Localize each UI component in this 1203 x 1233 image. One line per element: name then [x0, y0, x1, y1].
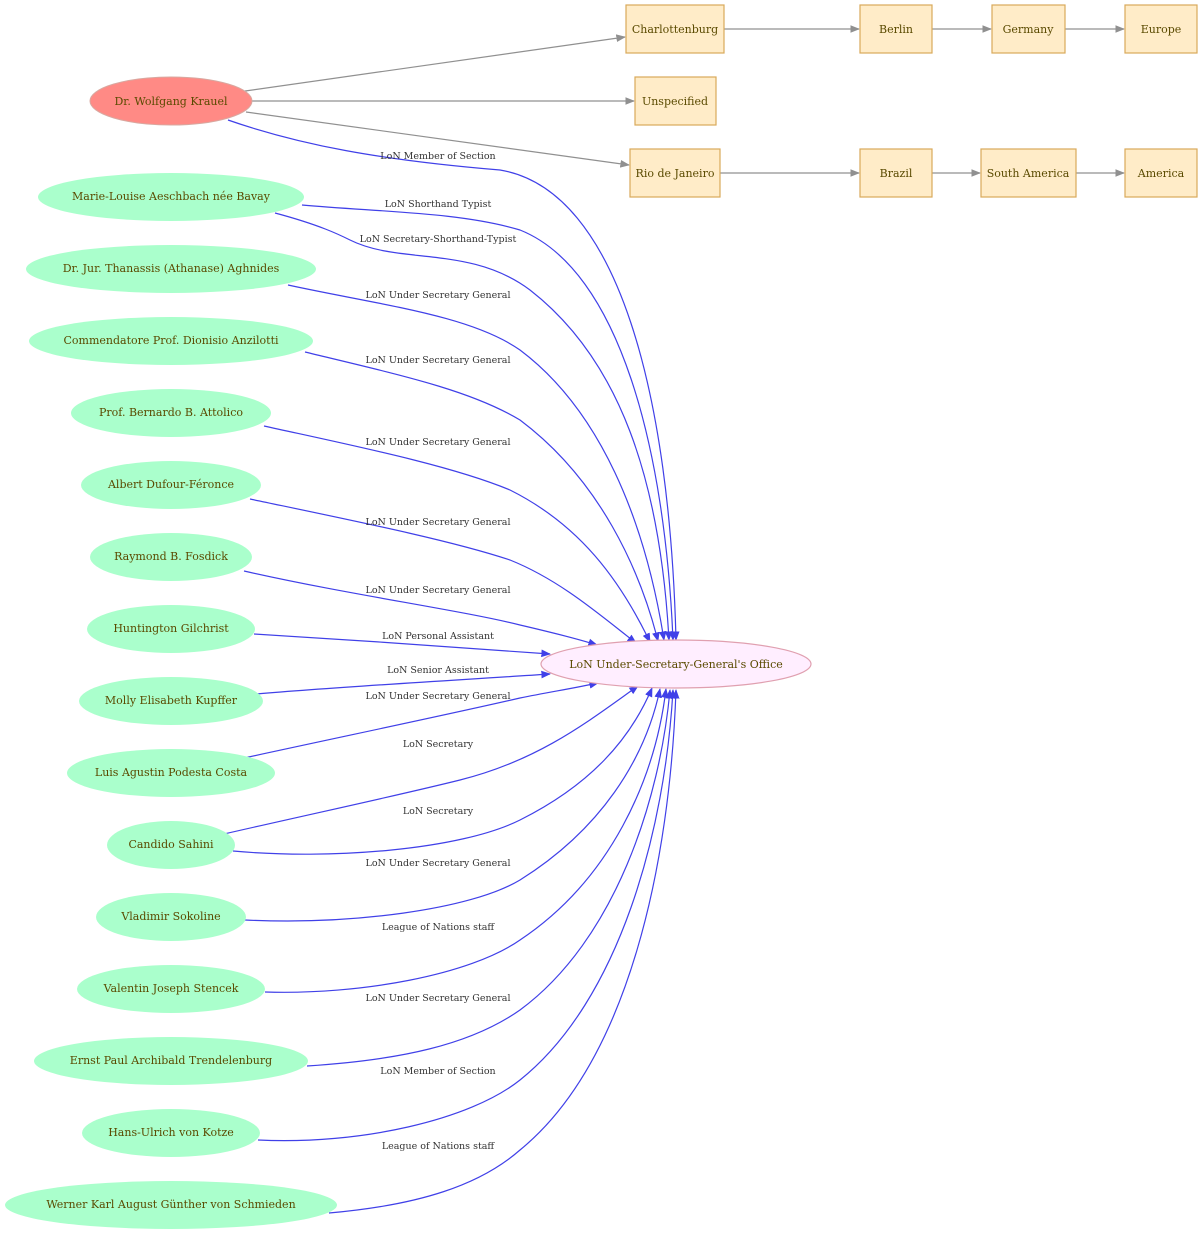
person-node[interactable]: Marie-Louise Aeschbach née Bavay: [38, 173, 304, 221]
place-node-germany[interactable]: Germany: [991, 4, 1066, 54]
place-label: Brazil: [880, 167, 913, 180]
person-node[interactable]: Werner Karl August Günther von Schmieden: [5, 1181, 337, 1229]
edge-aghnides-office: [287, 284, 667, 641]
edge-label: LoN Secretary-Shorthand-Typist: [360, 234, 517, 245]
edge-label: LoN Under Secretary General: [366, 290, 511, 301]
edge-dufour-office: [249, 498, 637, 644]
edge-sokoline-office: [244, 688, 662, 922]
place-node-brazil[interactable]: Brazil: [859, 148, 933, 198]
edge-sahini-office-1: [223, 685, 639, 835]
edge-kotze-office: [257, 689, 677, 1142]
edge-labels: LoN Member of Section LoN Shorthand Typi…: [360, 151, 517, 1152]
person-node[interactable]: Huntington Gilchrist: [87, 605, 255, 653]
edge-label: LoN Under Secretary General: [366, 993, 511, 1004]
place-label: Charlottenburg: [632, 23, 718, 36]
place-label: Rio de Janeiro: [636, 167, 715, 180]
place-label: America: [1137, 167, 1185, 180]
root-node[interactable]: Dr. Wolfgang Krauel: [89, 76, 253, 126]
edge-label: LoN Under Secretary General: [366, 585, 511, 596]
edge-schmieden-office: [328, 689, 680, 1214]
edge-label: LoN Under Secretary General: [366, 858, 511, 869]
edge-attolico-office: [263, 425, 651, 643]
person-label: Huntington Gilchrist: [113, 622, 229, 635]
person-label: Werner Karl August Günther von Schmieden: [46, 1198, 295, 1211]
person-node[interactable]: Commendatore Prof. Dionisio Anzilotti: [29, 317, 313, 365]
place-node-rio[interactable]: Rio de Janeiro: [629, 148, 721, 198]
person-node[interactable]: Dr. Jur. Thanassis (Athanase) Aghnides: [26, 245, 316, 293]
place-node-europe[interactable]: Europe: [1124, 4, 1198, 54]
person-label: Dr. Jur. Thanassis (Athanase) Aghnides: [63, 262, 280, 275]
edge-trendelenburg-office: [306, 689, 674, 1067]
person-node[interactable]: Vladimir Sokoline: [96, 893, 246, 941]
place-label: Germany: [1003, 23, 1055, 36]
edge-fosdick-office: [243, 570, 598, 647]
edge-sahini-office-2: [232, 687, 653, 855]
edge-podesta-office: [243, 681, 599, 759]
place-node-unspecified[interactable]: Unspecified: [634, 76, 717, 126]
edge-label: LoN Under Secretary General: [366, 517, 511, 528]
person-node[interactable]: Albert Dufour-Féronce: [81, 461, 261, 509]
person-label: Ernst Paul Archibald Trendelenburg: [70, 1054, 272, 1067]
edge-label: LoN Senior Assistant: [387, 665, 489, 676]
person-node[interactable]: Prof. Bernardo B. Attolico: [71, 389, 271, 437]
office-edges: [223, 119, 680, 1214]
edge-label: LoN Member of Section: [380, 151, 495, 162]
person-node[interactable]: Ernst Paul Archibald Trendelenburg: [34, 1037, 308, 1085]
place-label: South America: [987, 167, 1070, 180]
edge-aeschbach-office-1: [301, 204, 677, 641]
edge-label: LoN Under Secretary General: [366, 355, 511, 366]
edge-label: League of Nations staff: [382, 922, 496, 933]
person-node[interactable]: Valentin Joseph Stencek: [77, 965, 265, 1013]
edge-label: League of Nations staff: [382, 1141, 496, 1152]
edge-label: LoN Member of Section: [380, 1066, 495, 1077]
person-label: Luis Agustin Podesta Costa: [95, 766, 248, 779]
edge-root-rio: [245, 111, 630, 168]
person-node[interactable]: Hans-Ulrich von Kotze: [82, 1109, 260, 1157]
edge-label: LoN Personal Assistant: [382, 631, 494, 642]
edge-stencek-office: [264, 688, 669, 993]
edge-label: LoN Shorthand Typist: [385, 199, 492, 210]
place-label: Europe: [1141, 23, 1182, 36]
place-node-america[interactable]: America: [1124, 148, 1198, 198]
person-node[interactable]: Candido Sahini: [107, 821, 235, 869]
office-node-label: LoN Under-Secretary-General's Office: [569, 658, 783, 671]
person-label: Molly Elisabeth Kupffer: [105, 694, 238, 707]
person-label: Prof. Bernardo B. Attolico: [99, 406, 243, 419]
person-label: Commendatore Prof. Dionisio Anzilotti: [63, 334, 279, 347]
person-node[interactable]: Molly Elisabeth Kupffer: [79, 677, 263, 725]
edge-label: LoN Secretary: [403, 806, 474, 817]
office-node[interactable]: LoN Under-Secretary-General's Office: [540, 639, 812, 689]
edge-aeschbach-office-2: [274, 212, 673, 641]
edge-label: LoN Under Secretary General: [366, 437, 511, 448]
place-node-charlottenburg[interactable]: Charlottenburg: [625, 4, 725, 54]
person-label: Marie-Louise Aeschbach née Bavay: [72, 190, 271, 203]
edge-label: LoN Under Secretary General: [366, 691, 511, 702]
edge-label: LoN Secretary: [403, 739, 474, 750]
edge-kupffer-office: [255, 670, 551, 695]
person-label: Hans-Ulrich von Kotze: [108, 1126, 234, 1139]
person-label: Vladimir Sokoline: [120, 910, 220, 923]
place-label: Unspecified: [642, 95, 708, 108]
edge-krauel-office: [227, 119, 680, 641]
place-node-south-america[interactable]: South America: [980, 148, 1077, 198]
root-node-label: Dr. Wolfgang Krauel: [114, 95, 227, 108]
person-label: Candido Sahini: [128, 838, 214, 851]
person-label: Valentin Joseph Stencek: [103, 982, 239, 995]
edge-root-charlottenburg: [237, 34, 626, 93]
place-label: Berlin: [879, 23, 913, 36]
person-node[interactable]: Raymond B. Fosdick: [90, 533, 252, 581]
person-label: Albert Dufour-Féronce: [107, 478, 234, 491]
place-edges: [237, 25, 1125, 177]
edge-gilchrist-office: [253, 633, 551, 658]
edge-anzilotti-office: [304, 351, 660, 642]
place-nodes: Charlottenburg Berlin Germany Europe Uns…: [625, 4, 1198, 198]
place-node-berlin[interactable]: Berlin: [859, 4, 933, 54]
person-nodes: Marie-Louise Aeschbach née Bavay Dr. Jur…: [5, 173, 337, 1229]
person-label: Raymond B. Fosdick: [114, 550, 228, 563]
person-node[interactable]: Luis Agustin Podesta Costa: [67, 749, 275, 797]
